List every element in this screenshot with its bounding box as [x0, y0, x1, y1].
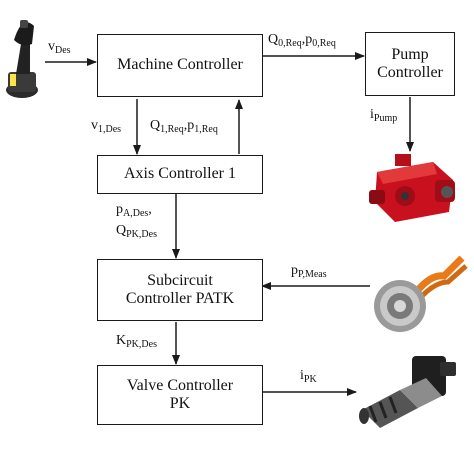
valve-label-line1: Valve Controller — [126, 376, 234, 394]
valve-label-line2: PK — [169, 395, 191, 412]
valve-controller-block: Valve Controller PK — [97, 365, 263, 425]
signal-pp-meas: pP,Meas — [291, 263, 327, 280]
axis-controller-label: Axis Controller 1 — [124, 165, 236, 183]
machine-controller-block: Machine Controller — [97, 34, 263, 97]
axis-controller-block: Axis Controller 1 — [97, 155, 263, 194]
machine-controller-label: Machine Controller — [117, 56, 243, 74]
valve-icon — [359, 356, 456, 428]
pump-controller-label-line1: Pump — [391, 45, 429, 63]
signal-pa-des: pA,Des, — [116, 202, 152, 219]
signal-i-pump: iPump — [370, 107, 398, 124]
pump-controller-block: Pump Controller — [365, 32, 455, 96]
pump-controller-label-line2: Controller — [377, 64, 443, 81]
subcircuit-label-line2: Controller PATK — [125, 290, 235, 307]
pressure-sensor-icon — [374, 256, 468, 332]
signal-q0-p0-req: Q0,Req,p0,Req — [268, 32, 336, 49]
signal-v-des: vDes — [48, 39, 71, 56]
subcircuit-controller-block: Subcircuit Controller PATK — [97, 259, 263, 321]
subcircuit-label-line1: Subcircuit — [147, 271, 213, 289]
signal-qpk-des: QPK,Des — [116, 223, 157, 240]
pump-icon — [369, 154, 455, 222]
joystick-icon — [6, 20, 38, 98]
signal-v1-des: v1,Des — [91, 118, 122, 135]
signal-i-pk: iPK — [300, 368, 317, 385]
signal-kpk-des: KPK,Des — [116, 333, 157, 350]
signal-q1-p1-req: Q1,Req,p1,Req — [150, 118, 218, 135]
